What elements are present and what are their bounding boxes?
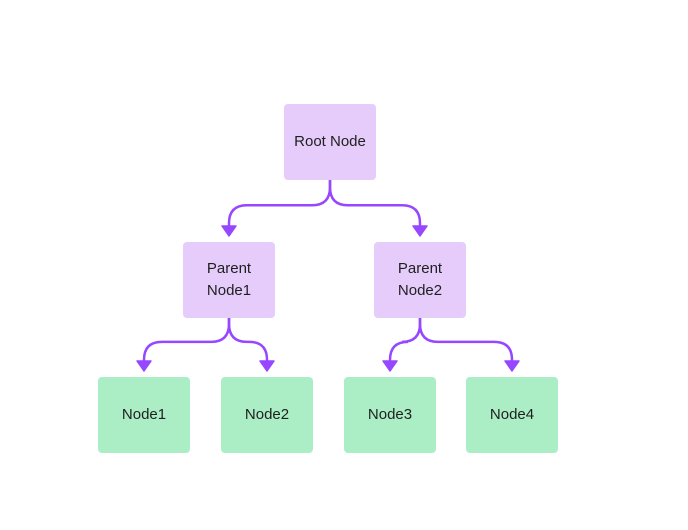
arrowhead-leaf3 — [382, 360, 398, 372]
arrowhead-leaf1 — [136, 360, 152, 372]
leaf-node-3[interactable]: Node3 — [344, 377, 436, 453]
root-node[interactable]: Root Node — [284, 104, 376, 180]
parent-node-2-label: Parent Node2 — [397, 260, 443, 299]
leaf-node-1-label: Node1 — [121, 406, 167, 423]
arrowhead-leaf2 — [259, 360, 275, 372]
parent-node-2[interactable]: Parent Node2 — [374, 242, 466, 318]
edge-group — [136, 178, 520, 372]
connector-parent1-to-leaf1 — [142, 316, 231, 365]
arrowhead-parent2 — [412, 225, 428, 237]
root-node-label: Root Node — [294, 133, 366, 150]
arrowhead-leaf4 — [504, 360, 520, 372]
leaf-node-3-label: Node3 — [367, 406, 413, 423]
leaf-node-1[interactable]: Node1 — [98, 377, 190, 453]
parent-node-1-label: Parent Node1 — [206, 260, 252, 299]
connector-parent2-to-leaf3 — [388, 316, 422, 365]
connector-root-to-parent1 — [227, 178, 332, 230]
connector-root-to-parent2 — [328, 178, 422, 230]
connector-parent2-to-leaf4 — [418, 316, 514, 365]
arrowhead-parent1 — [221, 225, 237, 237]
parent-node-1[interactable]: Parent Node1 — [183, 242, 275, 318]
leaf-node-2[interactable]: Node2 — [221, 377, 313, 453]
connector-parent1-to-leaf2 — [227, 316, 269, 365]
leaf-node-4-label: Node4 — [489, 406, 535, 423]
leaf-node-2-label: Node2 — [244, 406, 290, 423]
leaf-node-4[interactable]: Node4 — [466, 377, 558, 453]
